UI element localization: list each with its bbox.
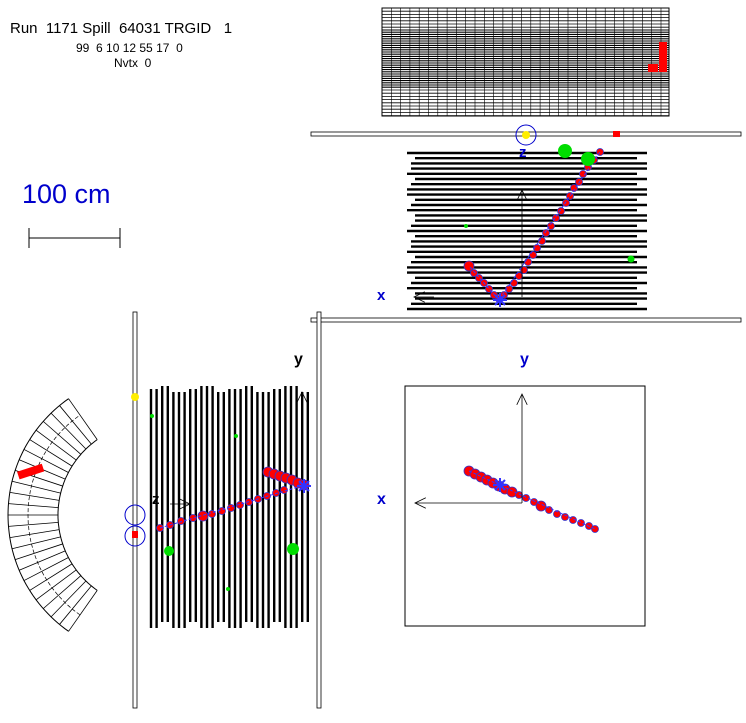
hit-marker [177, 517, 185, 525]
beam-marker [124, 504, 146, 526]
top-x-label: x [377, 287, 386, 304]
green-hit [464, 224, 468, 228]
hit-marker [272, 489, 280, 497]
track-line [159, 484, 306, 529]
beam-marker [515, 124, 537, 146]
grid-frame [381, 7, 670, 117]
arc-segment [11, 536, 61, 550]
green-hit [164, 546, 174, 556]
arc-segment [29, 439, 73, 467]
green-hit [150, 414, 154, 418]
arc-segment [29, 563, 73, 591]
hit-marker [557, 207, 565, 215]
track-line [468, 470, 596, 530]
trigger-info: 99 6 10 12 55 17 0 [76, 41, 183, 55]
green-hit [522, 131, 530, 139]
veto-plane [316, 311, 322, 709]
hit-marker [547, 222, 555, 230]
scale-label: 100 cm [22, 179, 111, 209]
hit-marker [470, 269, 478, 277]
arc-segment [35, 569, 77, 601]
axis-arrowhead [296, 391, 308, 403]
arc-segment [15, 543, 63, 561]
hit-marker [553, 510, 561, 518]
end-view [404, 385, 646, 627]
hit-marker [189, 514, 197, 522]
arc-segment [11, 480, 61, 494]
top-view [310, 124, 742, 323]
vertex-marker [298, 480, 310, 492]
arc-detector [7, 398, 98, 632]
hit-marker [520, 266, 528, 274]
axis-arrowhead [414, 497, 426, 509]
calorimeter-hit [648, 64, 658, 72]
hit-marker [524, 258, 532, 266]
axis-arrowhead [413, 291, 425, 303]
veto-plane [132, 311, 138, 709]
hit-marker [542, 229, 550, 237]
arc-hit [17, 463, 45, 480]
scale-bar [28, 228, 121, 248]
side-view [124, 311, 322, 709]
green-hit [287, 543, 299, 555]
green-hit [131, 393, 139, 401]
arc-segment [23, 557, 69, 581]
axis-arrowhead [516, 393, 528, 405]
hit-marker [463, 260, 475, 272]
arc-segment [9, 529, 60, 539]
arc-segment [23, 449, 69, 473]
veto-hit [132, 531, 138, 538]
axis-arrowhead [179, 498, 191, 510]
end-view-frame [404, 385, 646, 627]
hit-marker [510, 279, 518, 287]
side-y-label: y [294, 351, 303, 368]
arc-segment [9, 491, 60, 501]
hit-marker [545, 506, 553, 514]
hit-marker [529, 251, 537, 259]
arc-segment [8, 503, 59, 509]
beam-marker [124, 525, 146, 547]
green-hit [627, 255, 635, 263]
calorimeter-grid [381, 7, 670, 117]
calorimeter-hit [659, 42, 667, 72]
green-hit [558, 144, 572, 158]
hit-marker [561, 513, 569, 521]
arc-segment [68, 398, 98, 440]
arc-segment [59, 585, 92, 625]
end-x-label: x [377, 491, 386, 508]
arc-segment [50, 412, 87, 450]
arc-segment [59, 405, 92, 445]
hit-marker [577, 519, 585, 527]
green-hit [581, 152, 595, 166]
arc-segment [19, 550, 66, 571]
arc-segment [50, 580, 87, 618]
end-y-label: y [520, 351, 529, 368]
hit-marker [591, 525, 599, 533]
arc-segment [68, 590, 98, 632]
axis-arrowhead [516, 189, 528, 201]
arc-segment [35, 429, 77, 461]
run-info: Run 1171 Spill 64031 TRGID 1 [10, 20, 233, 37]
hit-marker [515, 491, 523, 499]
arc-inner [57, 439, 98, 591]
veto-hit [613, 131, 620, 137]
hit-marker [566, 192, 574, 200]
arc-segment [8, 521, 59, 527]
green-hit [226, 587, 230, 591]
veto-plane [310, 317, 742, 323]
hit-marker [570, 184, 578, 192]
hit-marker [197, 510, 209, 522]
arc-segment [42, 421, 82, 455]
green-hit [234, 434, 238, 438]
hit-marker [562, 199, 570, 207]
top-z-label: z [519, 144, 527, 161]
vertex-count: Nvtx 0 [114, 56, 152, 70]
vertex-marker [494, 294, 506, 306]
side-z-label: z [152, 491, 160, 508]
arc-segment [42, 575, 82, 609]
vertex-marker [494, 479, 506, 491]
